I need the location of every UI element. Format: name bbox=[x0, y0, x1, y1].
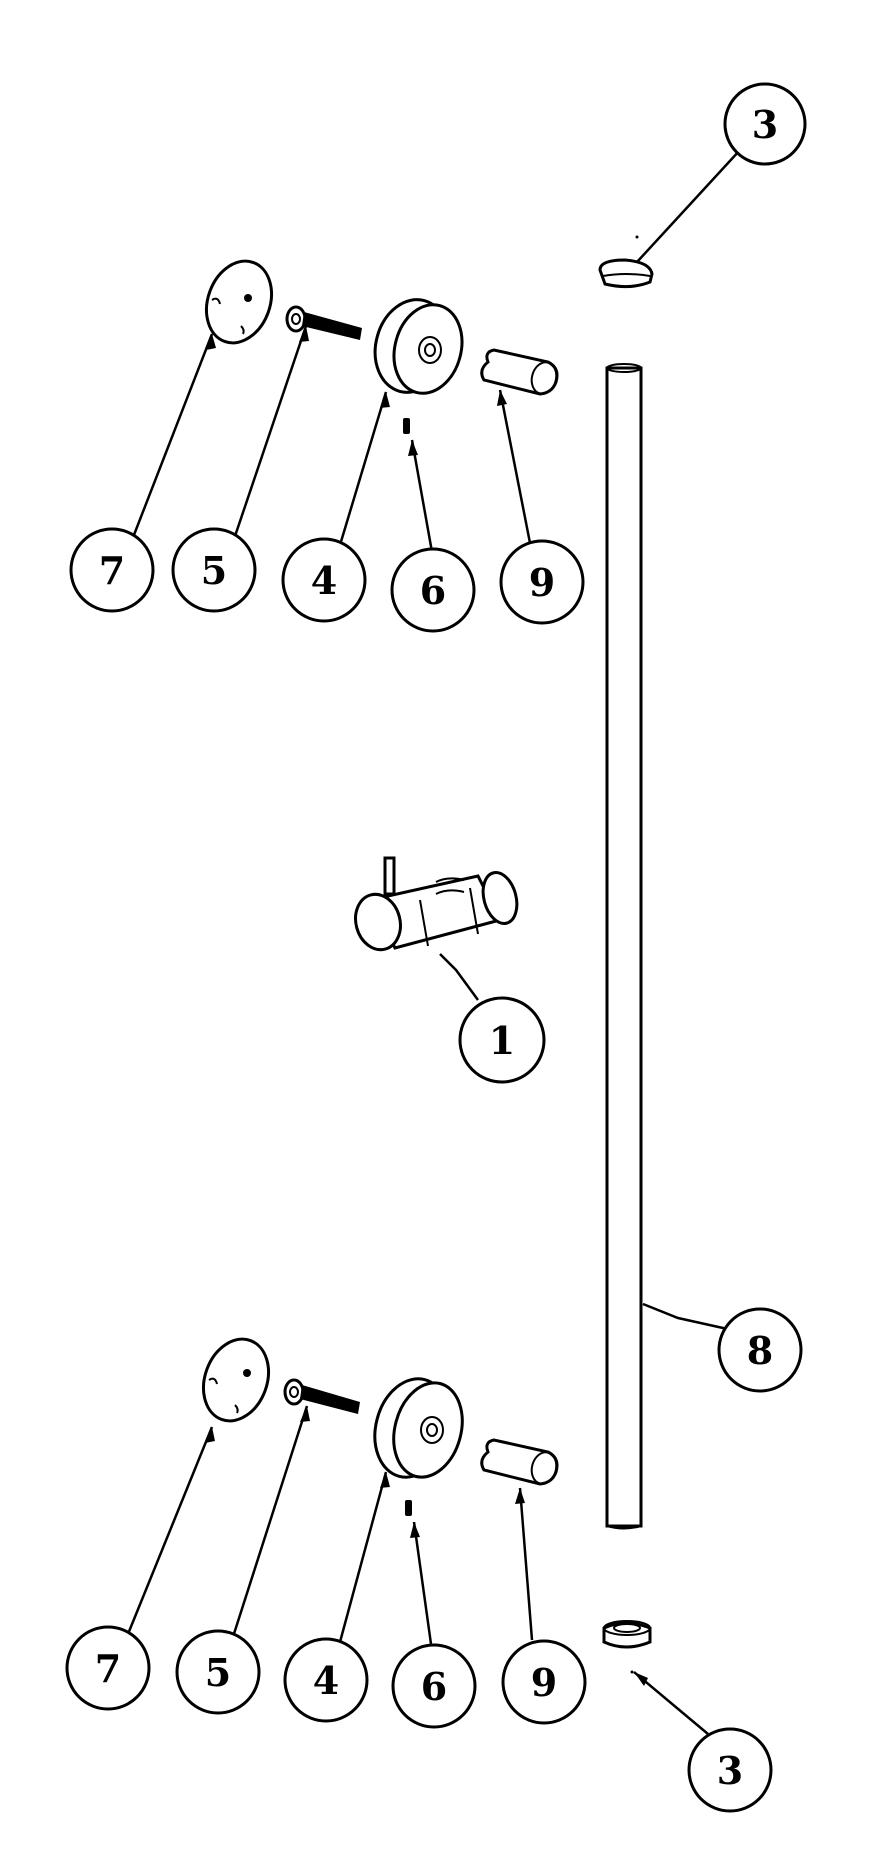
callout-label: 7 bbox=[99, 548, 125, 593]
callout-bottom-9: 9 bbox=[501, 1639, 587, 1725]
callout-8: 8 bbox=[717, 1307, 803, 1393]
leader-bottom-9 bbox=[518, 1487, 534, 1641]
bottom-wall-bracket bbox=[373, 1377, 464, 1479]
bottom-end-cap bbox=[602, 1620, 652, 1674]
top-screw bbox=[285, 305, 362, 340]
rail bbox=[605, 363, 643, 1530]
callout-top-3: 3 bbox=[723, 82, 807, 166]
leader-top-4 bbox=[338, 391, 388, 546]
leader-bottom-4 bbox=[338, 1471, 388, 1643]
callout-label: 3 bbox=[717, 1748, 743, 1793]
callout-bottom-7: 7 bbox=[65, 1625, 151, 1711]
callout-top-6: 6 bbox=[390, 547, 476, 633]
callout-label: 4 bbox=[311, 558, 337, 603]
leader-1 bbox=[439, 953, 480, 1001]
leader-top-5 bbox=[230, 325, 308, 546]
leader-top-9 bbox=[498, 389, 532, 544]
leader-top-7 bbox=[130, 333, 214, 541]
callout-1: 1 bbox=[458, 996, 546, 1084]
slider bbox=[354, 856, 519, 952]
leader-bottom-3 bbox=[633, 1671, 709, 1735]
leader-top-3 bbox=[636, 149, 741, 263]
top-end-cap bbox=[598, 235, 654, 289]
callout-top-9: 9 bbox=[499, 539, 585, 625]
bottom-rail-holder bbox=[480, 1438, 559, 1486]
callout-label: 5 bbox=[201, 548, 227, 593]
callout-top-5: 5 bbox=[171, 527, 257, 613]
callout-top-4: 4 bbox=[281, 537, 367, 623]
leader-bottom-5 bbox=[230, 1405, 309, 1641]
callout-bottom-3: 3 bbox=[687, 1727, 773, 1813]
top-rosette-cover bbox=[205, 259, 273, 345]
leader-8 bbox=[642, 1302, 733, 1332]
top-grub-screw bbox=[403, 418, 410, 434]
leader-bottom-7 bbox=[126, 1426, 214, 1635]
bottom-rosette-cover bbox=[202, 1337, 270, 1423]
leader-top-6 bbox=[410, 439, 434, 553]
bottom-screw bbox=[283, 1378, 360, 1414]
callout-label: 8 bbox=[747, 1328, 773, 1373]
callout-bottom-5: 5 bbox=[175, 1629, 261, 1715]
callout-label: 5 bbox=[205, 1650, 231, 1695]
bottom-grub-screw bbox=[405, 1500, 412, 1516]
callout-bottom-4: 4 bbox=[283, 1637, 369, 1723]
callout-top-7: 7 bbox=[69, 527, 155, 613]
top-wall-bracket bbox=[373, 298, 464, 395]
callout-label: 7 bbox=[95, 1646, 121, 1691]
callout-bottom-6: 6 bbox=[391, 1643, 477, 1729]
callout-label: 3 bbox=[752, 102, 778, 147]
callout-label: 6 bbox=[421, 1664, 447, 1709]
callout-label: 9 bbox=[529, 560, 555, 605]
top-rail-holder bbox=[480, 348, 559, 396]
callout-label: 6 bbox=[420, 568, 446, 613]
leader-bottom-6 bbox=[412, 1521, 433, 1645]
callout-label: 4 bbox=[313, 1658, 339, 1703]
callout-label: 9 bbox=[531, 1660, 557, 1705]
callout-label: 1 bbox=[489, 1018, 515, 1063]
leader-lines bbox=[126, 149, 741, 1735]
